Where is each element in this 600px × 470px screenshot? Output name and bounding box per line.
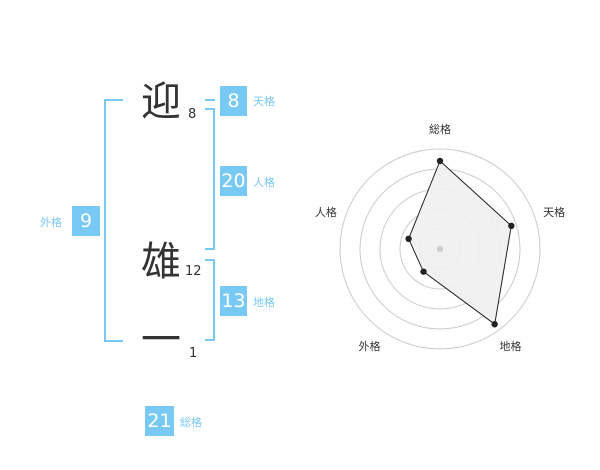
radar-axis-label-2: 天格 bbox=[543, 205, 565, 219]
radar-data-line bbox=[408, 160, 512, 326]
gaikaku-value: 9 bbox=[72, 206, 100, 236]
radar-points bbox=[405, 157, 515, 328]
radar-point-4 bbox=[420, 268, 427, 275]
chikaku-value: 13 bbox=[220, 286, 247, 316]
radar-grid-ring bbox=[339, 148, 541, 350]
chikaku-label: 地格 bbox=[253, 296, 275, 309]
jinkaku-value: 20 bbox=[220, 166, 247, 196]
radar-axis-label-4: 外格 bbox=[359, 339, 381, 353]
chikaku-bracket bbox=[205, 259, 215, 341]
jinkaku-bracket bbox=[205, 108, 215, 250]
name-char-1: 迎 bbox=[141, 79, 181, 125]
tenkaku-bracket bbox=[205, 99, 215, 101]
radar-point-3 bbox=[491, 321, 498, 328]
gaikaku-label: 外格 bbox=[40, 216, 62, 229]
radar-center-dot bbox=[437, 246, 443, 252]
jinkaku-label: 人格 bbox=[253, 176, 275, 189]
radar-point-1 bbox=[436, 157, 444, 165]
radar-axis-label-3: 地格 bbox=[500, 339, 522, 353]
tenkaku-value: 8 bbox=[220, 86, 247, 116]
soukaku-value: 21 bbox=[145, 406, 174, 436]
radar-axis-label-5: 人格 bbox=[315, 205, 337, 219]
soukaku-label: 総格 bbox=[180, 416, 202, 429]
radar-point-5 bbox=[405, 235, 412, 243]
stroke-count-3: 1 bbox=[189, 346, 198, 361]
radar-data-area bbox=[408, 161, 512, 325]
tenkaku-label: 天格 bbox=[253, 95, 275, 108]
name-char-2: 雄 bbox=[141, 239, 181, 285]
name-char-3: 一 bbox=[141, 317, 181, 363]
radar-axis-label-1: 総格 bbox=[429, 122, 451, 136]
gaikaku-bracket bbox=[104, 99, 123, 342]
stroke-count-2: 12 bbox=[185, 264, 202, 279]
stroke-count-1: 8 bbox=[188, 107, 197, 122]
radar-point-2 bbox=[508, 222, 515, 230]
